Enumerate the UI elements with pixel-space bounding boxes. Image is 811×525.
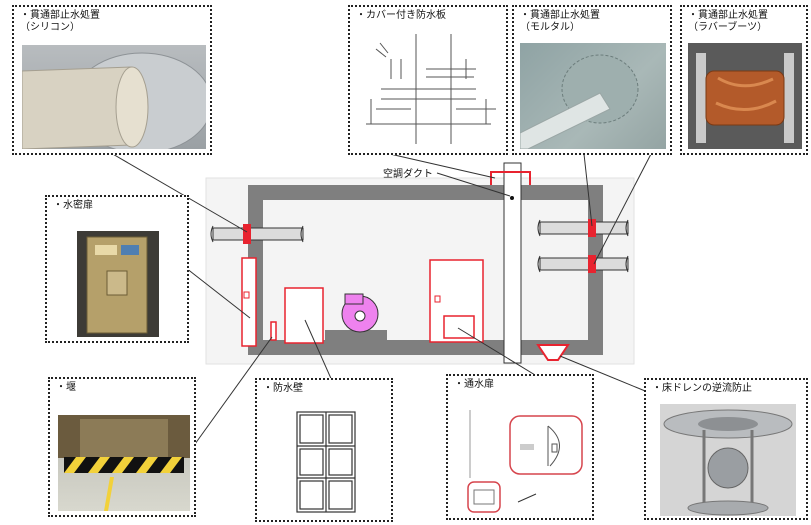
- section-backdrop: [205, 177, 635, 365]
- seal-mortar: [588, 219, 596, 237]
- callout-silicone: ・貫通部止水処置 （シリコン）: [12, 5, 212, 155]
- seal-silicone: [243, 224, 251, 244]
- weir-photo: [58, 415, 190, 511]
- callout-watertight-door: ・水密扉: [45, 195, 189, 343]
- callout-weir-title: ・堰: [56, 382, 76, 393]
- flow-door-drawing: [458, 406, 588, 516]
- callout-mortar: ・貫通部止水処置 （モルタル）: [512, 5, 672, 155]
- cover-plate-drawing: [356, 29, 502, 149]
- callout-silicone-title: ・貫通部止水処置 （シリコン）: [20, 10, 100, 33]
- callout-cover-plate: ・カバー付き防水板: [348, 5, 508, 155]
- watertight-door-photo: [77, 231, 159, 337]
- callout-flow-door-title: ・通水扉: [454, 379, 494, 390]
- pipe-left: [212, 227, 304, 241]
- rubber-boot-photo: [688, 43, 802, 149]
- pipe-right-lower: [539, 257, 629, 271]
- silicone-photo: [22, 45, 206, 149]
- fan-pedestal: [325, 330, 387, 342]
- mortar-photo: [520, 43, 666, 149]
- callout-cover-plate-title: ・カバー付き防水板: [356, 10, 446, 21]
- callout-rubber-boot-title: ・貫通部止水処置 （ラバーブーツ）: [688, 10, 768, 33]
- callout-floor-drain: ・床ドレンの逆流防止: [644, 378, 808, 520]
- ceiling-slab: [248, 185, 603, 200]
- floor-drain-photo: [660, 404, 796, 516]
- watertight-door-shape: [241, 257, 257, 347]
- waterproof-wall-shape: [284, 287, 324, 344]
- air-duct: [503, 162, 522, 364]
- callout-watertight-door-title: ・水密扉: [53, 200, 93, 211]
- callout-weir: ・堰: [48, 377, 196, 517]
- weir-shape: [270, 321, 277, 341]
- callout-waterproof-wall: ・防水壁: [255, 378, 393, 522]
- callout-rubber-boot: ・貫通部止水処置 （ラバーブーツ）: [680, 5, 808, 155]
- duct-label: 空調ダクト: [383, 169, 433, 180]
- seal-rubber-boot: [588, 255, 596, 273]
- pipe-right-upper: [539, 221, 629, 235]
- duct-cover-plate: [490, 171, 531, 185]
- callout-floor-drain-title: ・床ドレンの逆流防止: [652, 383, 752, 394]
- callout-flow-door: ・通水扉: [446, 374, 594, 520]
- callout-mortar-title: ・貫通部止水処置 （モルタル）: [520, 10, 600, 33]
- waterproof-wall-drawing: [295, 410, 357, 514]
- callout-waterproof-wall-title: ・防水壁: [263, 383, 303, 394]
- leader-lines: [110, 152, 652, 445]
